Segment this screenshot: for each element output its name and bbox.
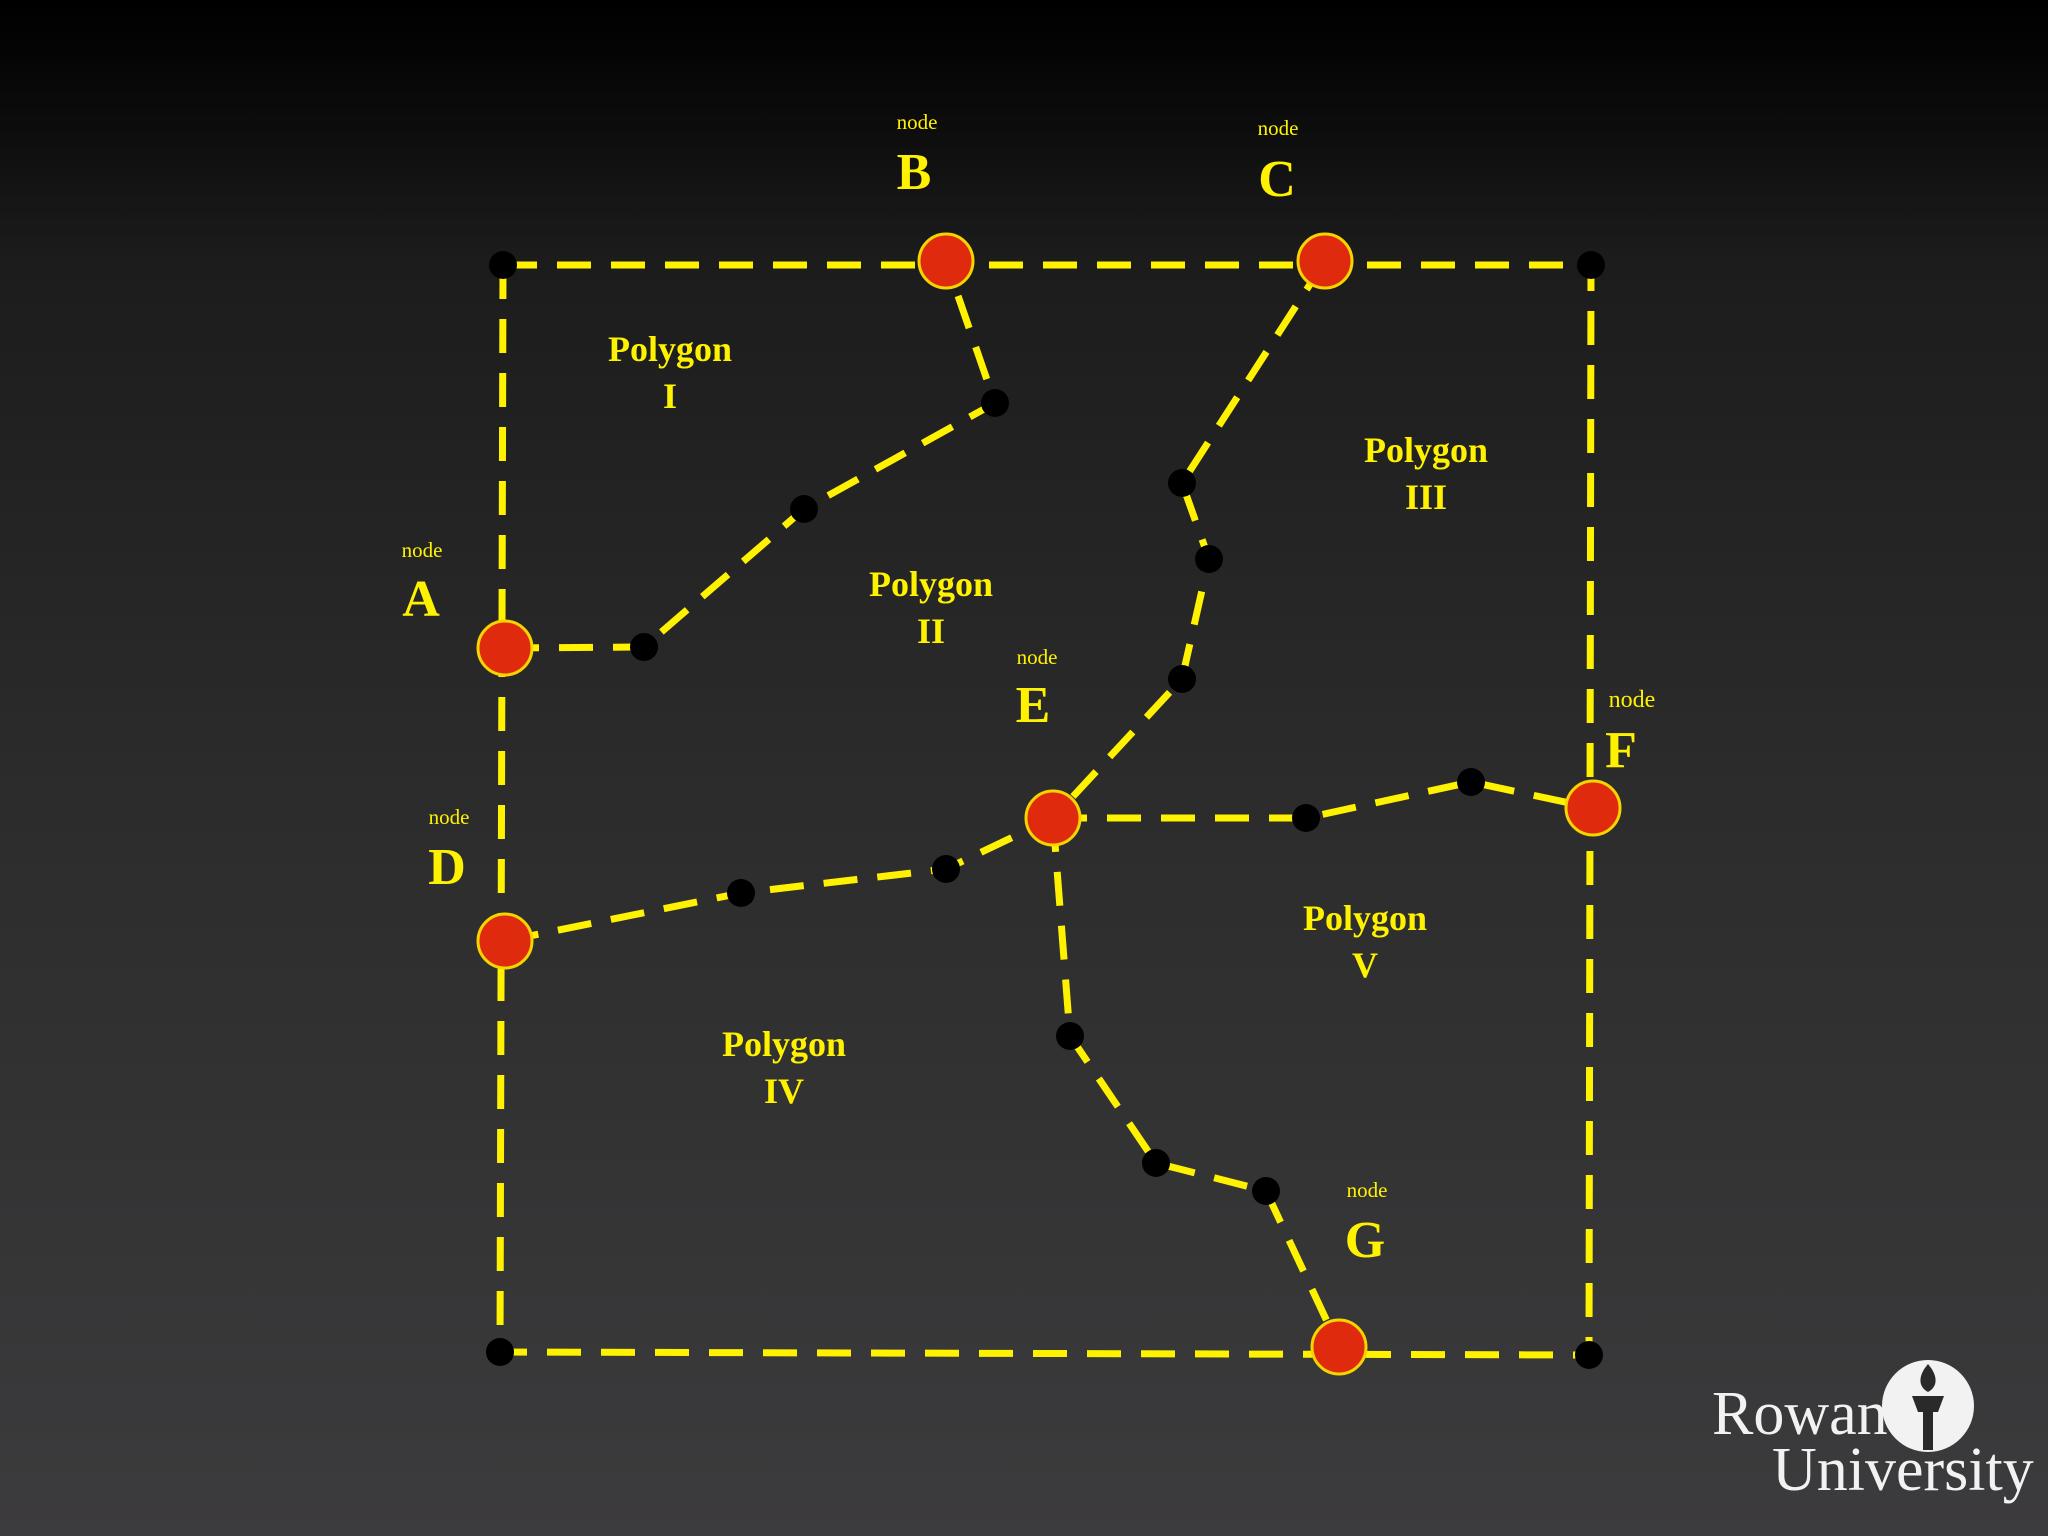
vertex-a-b-3	[981, 389, 1009, 417]
node-letter-d: D	[428, 839, 466, 896]
node-letter-c: C	[1258, 151, 1296, 208]
rowan-university-logo: Rowan University	[1712, 1360, 2034, 1504]
vertex-e-f-1	[1292, 804, 1320, 832]
polygon-label-iii-word: Polygon	[1364, 430, 1488, 470]
vertex-e-g-2	[1142, 1149, 1170, 1177]
node-letter-a: A	[402, 571, 440, 628]
vertex-d-e-1	[727, 879, 755, 907]
node-letter-f: F	[1605, 722, 1637, 779]
polygon-label-iii-numeral: III	[1405, 477, 1447, 517]
node-caption-b: node	[897, 110, 938, 134]
node-caption-e: node	[1017, 645, 1058, 669]
vertex-e-g-1	[1056, 1022, 1084, 1050]
node-caption-g: node	[1347, 1178, 1388, 1202]
vertex-c-e-2	[1195, 545, 1223, 573]
node-letter-b: B	[897, 144, 932, 201]
edge-e-f	[1053, 778, 1594, 822]
vertex-a-b-1	[630, 633, 658, 661]
node-g	[1310, 1318, 1368, 1376]
node-f	[1564, 779, 1622, 837]
vertices-layer	[486, 251, 1605, 1369]
corner-vertex-3	[1575, 1341, 1603, 1369]
corner-vertex-2	[1577, 251, 1605, 279]
node-letter-g: G	[1345, 1212, 1385, 1269]
node-e	[1024, 789, 1082, 847]
node-caption-c: node	[1258, 116, 1299, 140]
vertex-c-e-1	[1168, 469, 1196, 497]
logo-line-rowan: Rowan	[1712, 1380, 1888, 1448]
node-b	[917, 232, 975, 290]
nodes-layer	[476, 232, 1622, 1376]
polygon-label-v-numeral: V	[1352, 945, 1378, 985]
polygon-label-iv-numeral: IV	[764, 1071, 804, 1111]
corner-vertex-1	[489, 251, 517, 279]
node-d	[476, 912, 534, 970]
node-caption-a: node	[402, 538, 443, 562]
node-c	[1296, 232, 1354, 290]
corner-vertex-4	[486, 1338, 514, 1366]
edge-e-g	[1049, 817, 1343, 1349]
polygon-label-ii-word: Polygon	[869, 564, 993, 604]
node-a	[476, 619, 534, 677]
torch-icon	[1882, 1360, 1974, 1452]
logo-line-university: University	[1772, 1436, 2034, 1504]
edge-c-e	[1050, 259, 1328, 821]
polygon-label-i-numeral: I	[663, 376, 677, 416]
node-caption-d: node	[429, 805, 470, 829]
polygon-label-ii-numeral: II	[917, 611, 945, 651]
vertex-e-g-3	[1252, 1177, 1280, 1205]
vertex-e-f-2	[1457, 768, 1485, 796]
polygon-label-i-word: Polygon	[608, 329, 732, 369]
vertex-a-b-2	[790, 495, 818, 523]
node-letter-e: E	[1016, 677, 1051, 734]
edge-d-e	[504, 814, 1055, 945]
vertex-c-e-3	[1168, 665, 1196, 693]
vertex-d-e-2	[932, 855, 960, 883]
polygon-label-v-word: Polygon	[1303, 898, 1427, 938]
node-caption-f: node	[1609, 687, 1656, 713]
polygon-label-iv-word: Polygon	[722, 1024, 846, 1064]
